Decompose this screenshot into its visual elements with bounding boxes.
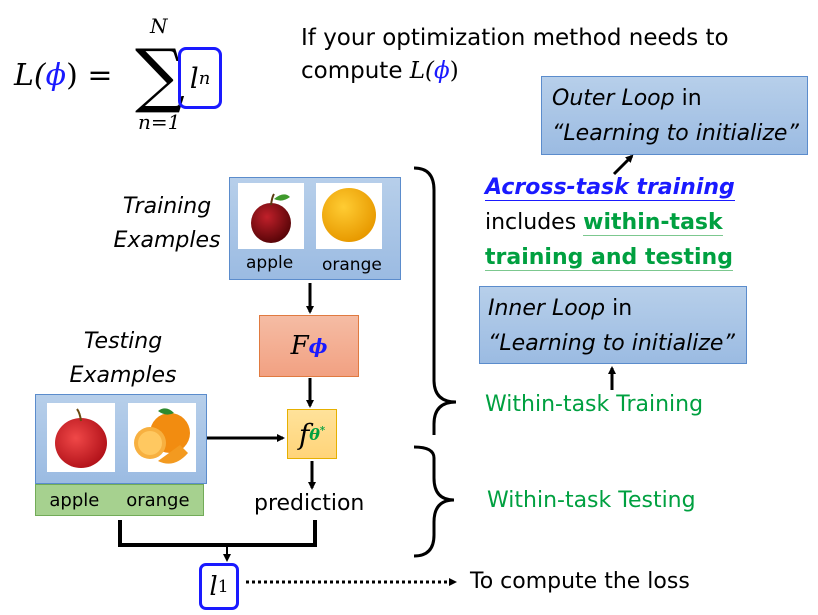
- inner-loop-title: Inner Loop: [488, 296, 606, 321]
- testing-examples-label: Testing Examples: [68, 325, 178, 393]
- testing-orange-label: orange: [126, 489, 190, 511]
- training-orange-image: [316, 183, 382, 249]
- within-task-bold-1: within-task: [583, 210, 723, 236]
- apple-icon: [55, 408, 107, 468]
- across-task-block: Across-task training includes within-tas…: [485, 170, 735, 275]
- brace-within-task: [413, 445, 455, 558]
- across-task-title: Across-task training: [485, 175, 735, 201]
- inner-loop-in: in: [605, 296, 633, 321]
- orange-icon: [322, 188, 376, 242]
- bracket-to-loss: [118, 520, 317, 547]
- model-f: f: [298, 417, 310, 451]
- sum-lower-limit: n=1: [138, 110, 181, 134]
- formula-phi: ϕ: [45, 58, 67, 93]
- term-sup: n: [198, 67, 211, 89]
- testing-examples-box: [35, 394, 207, 484]
- model-theta: θ*: [309, 425, 325, 444]
- model-theta-star: *: [319, 425, 326, 437]
- testing-label-line2: Examples: [69, 363, 177, 388]
- brace-across-task: [413, 166, 457, 435]
- training-examples-box: apple orange: [229, 177, 401, 280]
- intro-text: If your optimization method needs to com…: [301, 22, 729, 88]
- intro-phi: ϕ: [434, 58, 450, 84]
- term-base: l: [189, 61, 199, 95]
- within-task-bold-2: training and testing: [485, 245, 733, 271]
- testing-labels-bar: apple orange: [35, 484, 204, 516]
- inner-loop-subtitle: “Learning to initialize”: [488, 331, 735, 356]
- orange-icon: [134, 408, 190, 464]
- learner-phi: ϕ: [308, 334, 328, 358]
- testing-orange-image: [128, 403, 196, 472]
- training-apple-image: [238, 183, 304, 249]
- inner-loop-box: Inner Loop in “Learning to initialize”: [479, 286, 747, 364]
- intro-line2: compute L(ϕ): [301, 55, 729, 88]
- includes-text: includes: [485, 210, 584, 235]
- training-label-line1: Training: [122, 194, 212, 219]
- formula-close: ) =: [66, 58, 113, 93]
- intro-line1: If your optimization method needs to: [301, 25, 729, 51]
- arrow-across-to-outer: [612, 154, 634, 176]
- testing-apple-label: apple: [49, 489, 100, 511]
- loss-formula-lhs: L(ϕ) =: [14, 58, 112, 93]
- prediction-label: prediction: [254, 491, 365, 516]
- testing-apple-image: [47, 403, 115, 472]
- training-examples-label: Training Examples: [112, 190, 222, 258]
- testing-label-line1: Testing: [83, 329, 163, 354]
- compute-loss-label: To compute the loss: [470, 569, 690, 594]
- learner-F: F: [290, 331, 309, 361]
- training-label-line2: Examples: [113, 228, 221, 253]
- loss-l: l: [209, 571, 218, 602]
- formula-L: L(: [14, 58, 46, 93]
- outer-loop-box: Outer Loop in “Learning to initialize”: [541, 76, 808, 155]
- loss-sup: 1: [217, 576, 229, 597]
- outer-loop-subtitle: “Learning to initialize”: [552, 121, 799, 146]
- sum-upper-limit: N: [150, 14, 168, 38]
- apple-icon: [251, 193, 291, 243]
- outer-loop-title: Outer Loop: [552, 86, 675, 111]
- within-task-training-label: Within-task Training: [485, 392, 704, 417]
- intro-compute: compute: [301, 58, 410, 84]
- model-theta-symbol: θ: [309, 424, 320, 444]
- training-orange-label: orange: [322, 255, 382, 275]
- sum-symbol: ∑: [135, 34, 185, 116]
- intro-close: ): [449, 58, 459, 84]
- training-apple-label: apple: [246, 253, 294, 273]
- intro-L: L(: [409, 58, 435, 84]
- within-task-testing-label: Within-task Testing: [487, 488, 696, 513]
- outer-loop-in: in: [674, 86, 702, 111]
